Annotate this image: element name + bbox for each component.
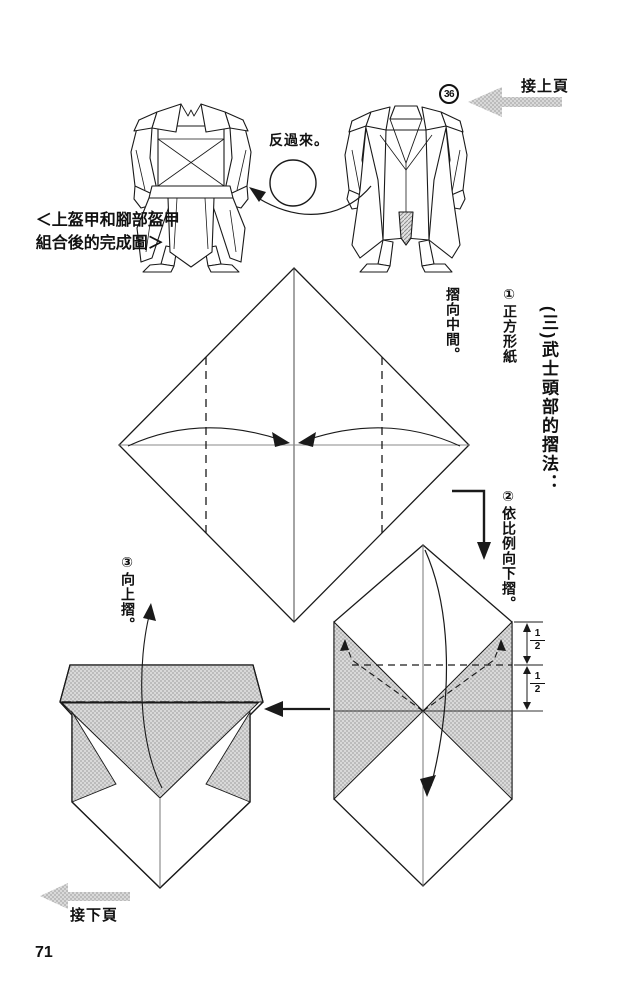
armor-front-figure <box>130 103 252 273</box>
next-page-arrow-icon <box>40 883 130 909</box>
step2-pointer-arrow-icon <box>452 489 491 560</box>
lower-fraction-denominator: 2 <box>534 684 541 695</box>
step3-folded-diagram <box>59 664 264 889</box>
lower-fraction-numerator: 1 <box>530 672 545 684</box>
step1-line-2: 摺向中間。 <box>445 287 461 362</box>
lower-half-measurement: 1 2 <box>530 672 545 695</box>
caption-line-1: ＜上盔甲和腳部盔甲 <box>35 212 180 229</box>
transition-arrow-icon <box>264 701 330 717</box>
caption-line-2: 組合後的完成圖＞ <box>35 235 164 252</box>
next-page-link: 接下頁 <box>70 907 119 924</box>
prev-page-link: 接上頁 <box>521 78 570 95</box>
step2-hexagon-diagram <box>333 544 543 887</box>
step3-instruction: ③向上摺。 <box>120 555 136 632</box>
upper-fraction-denominator: 2 <box>534 641 541 652</box>
upper-fraction-numerator: 1 <box>530 629 545 641</box>
upper-half-measurement: 1 2 <box>530 629 545 652</box>
page-number: 71 <box>35 944 53 961</box>
step1-line-1: ①正方形紙 <box>502 287 518 364</box>
section-heading: (三)武士頭部的摺法： <box>539 306 558 493</box>
completed-figure-caption: ＜上盔甲和腳部盔甲 組合後的完成圖＞ <box>18 186 180 278</box>
flip-arrow-icon <box>249 159 372 215</box>
prev-page-arrow-icon <box>468 87 562 117</box>
step3-pointer-arrow-icon <box>141 603 163 789</box>
step1-square-diagram <box>118 267 470 623</box>
measurement-marks <box>514 621 543 707</box>
flip-instruction-label: 反過來。 <box>269 132 329 148</box>
step2-instruction: ②依比例向下摺。 <box>501 489 517 611</box>
step1-instruction: ①正方形紙 摺向中間。 <box>405 287 557 382</box>
armor-back-figure <box>344 105 468 273</box>
step-number-badge: 36 <box>439 84 459 104</box>
